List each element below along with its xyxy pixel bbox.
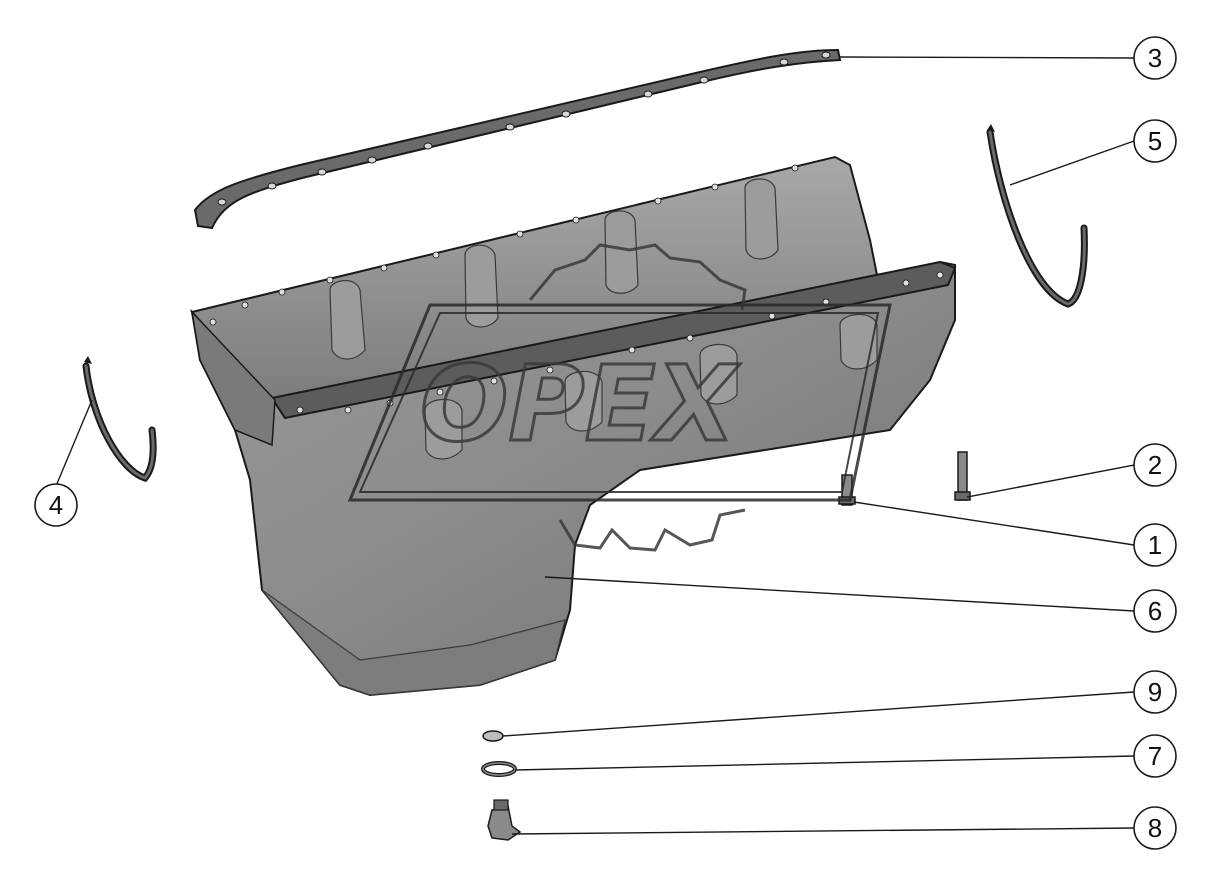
leader-8 bbox=[511, 827, 1135, 835]
callout-6: 6 bbox=[1133, 589, 1177, 633]
callout-5: 5 bbox=[1133, 119, 1177, 163]
oil-pan bbox=[190, 155, 957, 697]
leader-9 bbox=[502, 691, 1135, 737]
leader-1 bbox=[853, 501, 1135, 546]
end-seal-right bbox=[986, 124, 1088, 308]
gasket-upper bbox=[193, 48, 842, 230]
leader-4 bbox=[55, 399, 93, 487]
watermark-text: OPEX bbox=[420, 343, 741, 465]
leader-6 bbox=[544, 576, 1135, 612]
leader-2 bbox=[966, 464, 1135, 498]
leader-7 bbox=[514, 755, 1135, 771]
callout-1: 1 bbox=[1133, 523, 1177, 567]
bolt-long bbox=[954, 451, 971, 501]
leader-lines bbox=[55, 56, 1135, 835]
callout-8: 8 bbox=[1133, 806, 1177, 850]
leader-3 bbox=[839, 56, 1135, 59]
callout-6-label: 6 bbox=[1148, 596, 1162, 626]
callout-7-label: 7 bbox=[1148, 741, 1162, 771]
callout-3: 3 bbox=[1133, 36, 1177, 80]
washer-small bbox=[482, 730, 504, 742]
callout-3-label: 3 bbox=[1148, 43, 1162, 73]
callout-2-label: 2 bbox=[1148, 450, 1162, 480]
watermark: OPEX bbox=[347, 243, 892, 552]
callout-5-label: 5 bbox=[1148, 126, 1162, 156]
drain-plug bbox=[487, 799, 522, 841]
leader-5 bbox=[1009, 140, 1135, 186]
end-seal-left bbox=[82, 356, 157, 483]
o-ring bbox=[481, 761, 517, 777]
callout-4-label: 4 bbox=[49, 490, 63, 520]
callout-7: 7 bbox=[1133, 734, 1177, 778]
callout-4: 4 bbox=[34, 483, 78, 527]
callout-8-label: 8 bbox=[1148, 813, 1162, 843]
callout-9-label: 9 bbox=[1148, 677, 1162, 707]
callout-2: 2 bbox=[1133, 443, 1177, 487]
callout-9: 9 bbox=[1133, 670, 1177, 714]
callout-1-label: 1 bbox=[1148, 530, 1162, 560]
